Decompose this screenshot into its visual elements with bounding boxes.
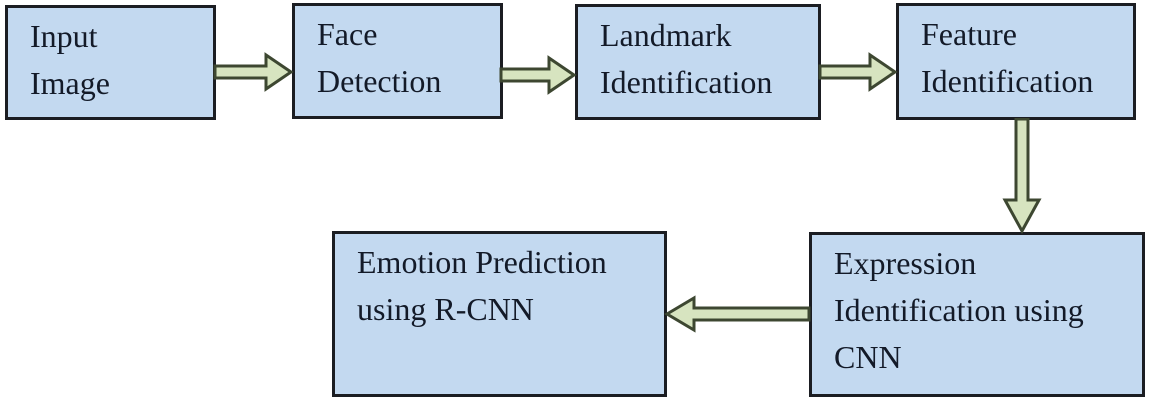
arrow-right-icon <box>499 55 577 95</box>
arrow-right-icon <box>818 52 898 92</box>
arrow-right-icon <box>213 52 294 92</box>
node-expression-identification: Expression Identification using CNN <box>809 232 1145 397</box>
arrow-down-icon <box>1002 118 1042 234</box>
node-feature-identification: Feature Identification <box>896 3 1136 120</box>
node-input-image: Input Image <box>5 5 216 120</box>
node-landmark-identification: Landmark Identification <box>575 4 821 120</box>
node-emotion-prediction: Emotion Prediction using R-CNN <box>332 231 667 397</box>
node-face-detection: Face Detection <box>292 3 503 119</box>
arrow-left-icon <box>664 295 811 333</box>
